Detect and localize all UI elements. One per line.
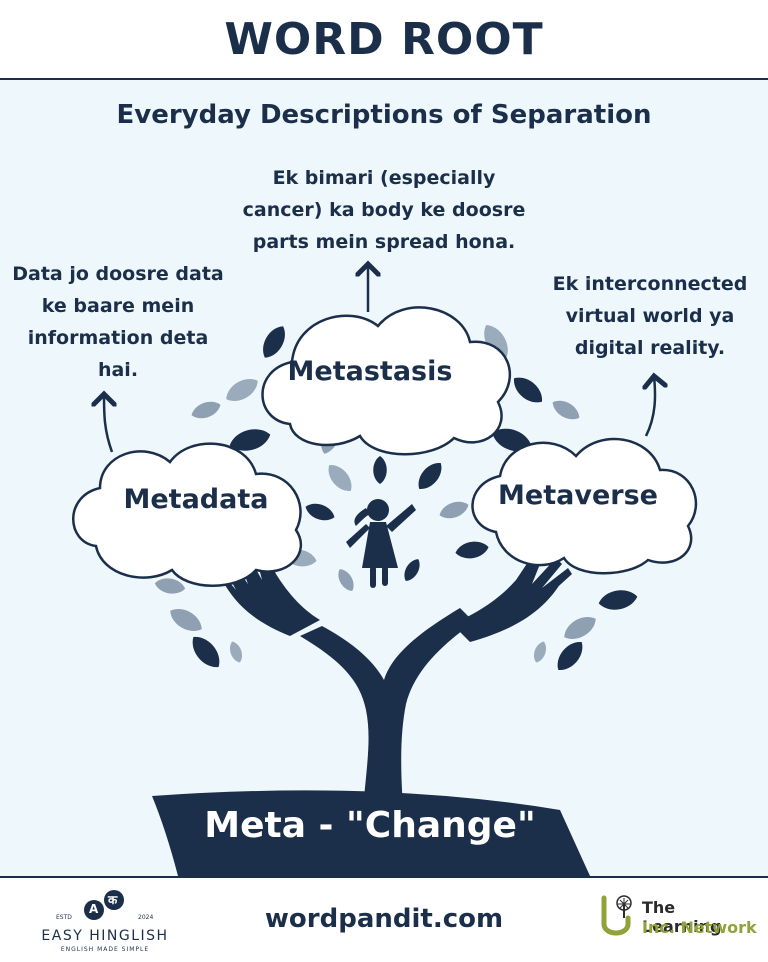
page-title: WORD ROOT — [224, 13, 544, 65]
leaf — [454, 539, 490, 561]
arrow-up-icon — [104, 394, 112, 453]
leaf — [436, 497, 472, 523]
metaverse-definition: Ek interconnected virtual world ya digit… — [532, 268, 768, 364]
right-hand-icon — [452, 550, 572, 642]
leaf — [302, 499, 338, 525]
footer: A क ESTD 2024 EASY HINGLISH ENGLISH MADE… — [0, 876, 768, 962]
metadata-definition: Data jo doosre data ke baare mein inform… — [0, 258, 236, 386]
glyph-ka: क — [108, 893, 118, 907]
network-name-line2: Inc. Network — [642, 918, 757, 937]
definition-line: parts mein spread hona. — [252, 231, 516, 253]
tree-illustration — [72, 80, 698, 876]
estd-year: 2024 — [138, 914, 154, 921]
metastasis-definition: Ek bimari (especially cancer) ka body ke… — [214, 162, 554, 258]
glyph-a: A — [89, 902, 99, 916]
learning-network-logo: The Learning Inc. Network — [598, 894, 758, 948]
definition-line: hai. — [97, 359, 139, 381]
leaf — [227, 639, 245, 665]
cloud-shape — [261, 306, 512, 456]
cloud-shape — [471, 437, 698, 575]
leaf — [373, 456, 387, 484]
network-name-line1: The Learning — [642, 898, 722, 936]
leaf — [597, 587, 639, 613]
child-figure-icon — [346, 499, 416, 588]
leaf — [322, 459, 358, 497]
word-metastasis: Metastasis — [287, 356, 453, 387]
speech-bubble-icon — [84, 890, 124, 920]
leaf — [186, 630, 226, 674]
leaf — [508, 371, 548, 409]
easy-hinglish-logo: A क ESTD 2024 EASY HINGLISH ENGLISH MADE… — [20, 886, 190, 956]
arrow-up-icon — [646, 376, 655, 437]
definition-line: ke baare mein — [41, 295, 195, 317]
word-metadata: Metadata — [123, 484, 269, 515]
root-label: Meta - "Change" — [204, 805, 536, 846]
leaf — [412, 457, 448, 495]
word-metaverse: Metaverse — [498, 480, 658, 511]
subtitle: Everyday Descriptions of Separation — [116, 100, 652, 130]
definition-line: digital reality. — [574, 337, 726, 359]
leaf — [551, 636, 589, 676]
leaf — [334, 566, 358, 594]
brand-tagline: ENGLISH MADE SIMPLE — [60, 946, 150, 953]
estd-label: ESTD — [56, 914, 72, 921]
leaf — [188, 397, 224, 423]
definition-line: information deta — [27, 327, 209, 349]
ground — [152, 790, 590, 876]
cloud-shape — [72, 442, 303, 587]
header: WORD ROOT — [0, 0, 768, 80]
leaf — [400, 556, 424, 584]
site-link[interactable]: wordpandit.com — [264, 904, 504, 934]
definition-line: Data jo doosre data — [12, 263, 224, 285]
leaf — [531, 639, 549, 665]
tree-u-icon — [601, 895, 632, 936]
infographic-panel: Everyday Descriptions of Separation — [0, 80, 768, 876]
left-hand-icon — [214, 546, 320, 636]
definition-line: Ek interconnected — [552, 273, 748, 295]
leaf — [165, 603, 207, 637]
leaf — [559, 611, 601, 645]
definition-line: Ek bimari (especially — [272, 167, 496, 189]
definition-line: cancer) ka body ke doosre — [242, 199, 526, 221]
definition-line: virtual world ya — [565, 305, 735, 327]
trunk — [300, 608, 474, 820]
brand-name: EASY HINGLISH — [41, 928, 169, 944]
leaf — [548, 395, 584, 425]
